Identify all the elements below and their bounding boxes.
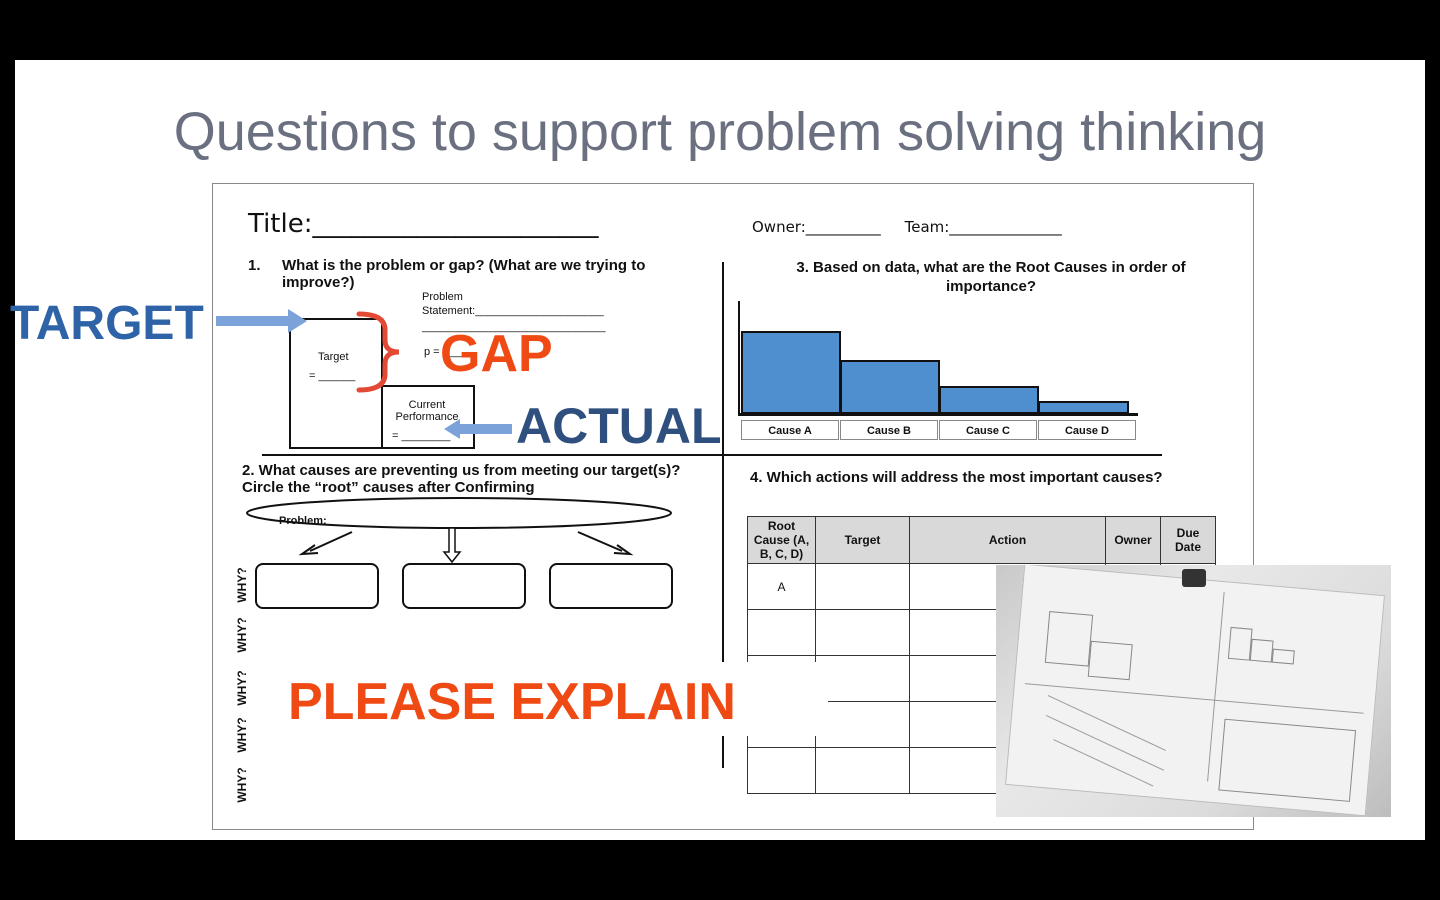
photo-magnet: [1182, 569, 1206, 587]
header-due-date: Due Date: [1160, 516, 1216, 564]
arrow-left: [298, 531, 353, 556]
why-label-5: WHY?: [235, 767, 249, 803]
photo-paper: [1005, 565, 1385, 817]
why-box-2: [402, 563, 526, 609]
problem-oval-and-arrows: [246, 497, 672, 564]
q1-question: What is the problem or gap? (What are we…: [282, 257, 646, 291]
why-box-3: [549, 563, 673, 609]
chart-category-label: Cause A: [741, 420, 839, 440]
target-box-label: Target: [318, 351, 349, 363]
worksheet-photo: [996, 565, 1391, 817]
current-performance-label: Current Performance: [395, 399, 459, 423]
problem-label: Problem: [422, 291, 463, 303]
q3-question: 3. Based on data, what are the Root Caus…: [796, 259, 1186, 295]
owner-team-field: Owner:__________ Team:_______________: [752, 218, 1062, 236]
chart-y-axis: [738, 301, 740, 414]
target-box-value: = ______: [309, 370, 356, 382]
problem-statement-line2: ______________________________: [422, 321, 606, 333]
please-explain-annotation: PLEASE EXPLAIN: [288, 673, 736, 731]
current-performance-value: = ________: [392, 430, 451, 442]
target-box: [289, 318, 383, 449]
q4-question: 4. Which actions will address the most i…: [750, 469, 1163, 486]
target-arrow-icon: [216, 309, 307, 333]
why-label-3: WHY?: [235, 670, 249, 706]
problem-oval: [246, 497, 672, 529]
table-cell: A: [747, 563, 816, 610]
chart-bar-1: [741, 331, 841, 414]
gap-brace-icon: [356, 311, 400, 393]
problem-oval-label: Problem:: [279, 515, 327, 527]
chart-bar-3: [939, 386, 1039, 414]
q2-question: 2. What causes are preventing us from me…: [242, 462, 681, 496]
target-annotation: TARGET: [10, 297, 204, 350]
slide-title: Questions to support problem solving thi…: [173, 102, 1267, 162]
header-target: Target: [815, 516, 910, 564]
actual-annotation: ACTUAL: [516, 398, 722, 454]
chart-bar-4: [1038, 401, 1129, 414]
vertical-divider: [722, 262, 724, 768]
chart-category-label: Cause D: [1038, 420, 1136, 440]
gap-box-value: p = ____: [424, 346, 468, 358]
header-action: Action: [909, 516, 1106, 564]
arrow-right: [577, 531, 634, 556]
why-label-1: WHY?: [235, 567, 249, 603]
why-label-2: WHY?: [235, 617, 249, 653]
please-explain-backdrop: [280, 662, 828, 736]
q1-number: 1.: [248, 257, 261, 274]
chart-x-axis: [738, 413, 1138, 416]
problem-statement-field: Statement:_____________________: [422, 305, 604, 317]
header-root-cause: Root Cause (A, B, C, D): [747, 516, 816, 564]
arrow-center: [442, 527, 462, 564]
header-owner: Owner: [1105, 516, 1161, 564]
horizontal-divider: [262, 454, 1162, 456]
gap-annotation: GAP: [440, 325, 553, 383]
why-box-1: [255, 563, 379, 609]
chart-bar-2: [840, 360, 940, 414]
actual-arrow-icon: [444, 419, 512, 439]
chart-category-label: Cause C: [939, 420, 1037, 440]
chart-category-label: Cause B: [840, 420, 938, 440]
worksheet-title-field: Title:______________________: [248, 209, 599, 239]
why-label-4: WHY?: [235, 717, 249, 753]
